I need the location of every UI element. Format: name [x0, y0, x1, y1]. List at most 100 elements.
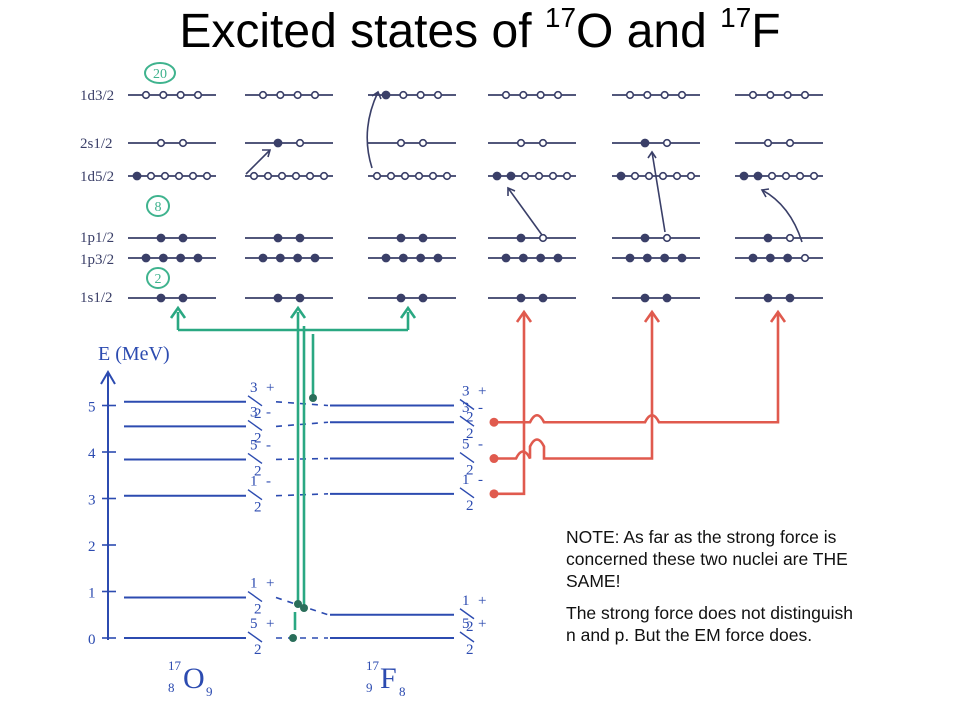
- empty-orbital: [174, 171, 184, 181]
- occupied-orbital: [518, 253, 528, 263]
- empty-orbital: [442, 171, 452, 181]
- occupied-orbital: [396, 233, 406, 243]
- empty-orbital: [686, 171, 696, 181]
- occupied-orbital: [141, 253, 151, 263]
- red-arrowhead-col5: [643, 309, 661, 323]
- red-arrowhead-col6: [769, 309, 787, 323]
- empty-orbital: [781, 171, 791, 181]
- occupied-orbital: [396, 293, 406, 303]
- occupied-orbital: [178, 293, 188, 303]
- f17-spin-bar: [459, 487, 475, 499]
- green-arrowhead-col2: [289, 305, 307, 319]
- empty-orbital: [291, 171, 301, 181]
- green-state-dot: [309, 394, 317, 402]
- o17-spin-den: 2: [254, 642, 262, 658]
- empty-orbital: [414, 171, 424, 181]
- shell-labels: 1d3/2 2s1/2 1d5/2 1p1/2 1p3/2 1s1/2: [80, 88, 114, 306]
- empty-orbital: [176, 90, 185, 100]
- empty-orbital: [783, 90, 792, 100]
- excitation-arrow-col4-head: [507, 186, 516, 196]
- empty-orbital: [202, 171, 212, 181]
- shell-label-1p1-2: 1p1/2: [80, 230, 114, 246]
- occupied-orbital: [433, 253, 443, 263]
- o17-symbol: O: [183, 662, 205, 695]
- occupied-orbital: [677, 253, 687, 263]
- shell-label-1d3-2: 1d3/2: [80, 88, 114, 104]
- empty-orbital: [643, 90, 652, 100]
- excitation-arrow-col6-head: [760, 188, 770, 198]
- empty-orbital: [660, 90, 669, 100]
- f17-n: 8: [399, 684, 406, 699]
- energy-axis-label: E (MeV): [98, 343, 170, 365]
- empty-orbital: [630, 171, 640, 181]
- level-correspondence-link: [275, 493, 329, 497]
- empty-orbital: [644, 171, 654, 181]
- o17-parity: -: [266, 474, 271, 490]
- occupied-orbital: [785, 293, 795, 303]
- empty-orbital: [548, 171, 558, 181]
- o17-parity: +: [266, 380, 274, 396]
- occupied-orbital: [501, 253, 511, 263]
- excitation-arrow-col3-head: [371, 90, 382, 100]
- occupied-orbital: [295, 233, 305, 243]
- o17-z: 8: [168, 680, 175, 695]
- occupied-orbital: [176, 253, 186, 263]
- f17-spin-bar: [459, 451, 475, 464]
- magic-number-8: 8: [155, 200, 162, 215]
- occupied-orbital: [275, 253, 285, 263]
- occupied-orbital: [381, 90, 391, 100]
- empty-orbital: [305, 171, 315, 181]
- red-state-dot: [489, 417, 499, 427]
- occupied-orbital: [763, 233, 773, 243]
- green-arrowhead-col1: [169, 305, 187, 319]
- note-box: NOTE: As far as the strong force is conc…: [566, 526, 866, 656]
- f17-spin-num: 1: [462, 472, 470, 488]
- f17-spin-num: 3: [462, 384, 470, 400]
- occupied-orbital: [132, 171, 142, 181]
- occupied-orbital: [640, 138, 650, 148]
- empty-orbital: [156, 138, 166, 148]
- excitation-arrow-col2: [245, 149, 271, 175]
- occupied-orbital: [642, 253, 652, 263]
- empty-orbital: [767, 171, 777, 181]
- energy-tick-label: 5: [88, 400, 96, 416]
- occupied-orbital: [640, 233, 650, 243]
- empty-orbital: [519, 90, 528, 100]
- excitation-arrow-col5-head: [647, 150, 657, 159]
- f17-level: 1 2-: [330, 472, 483, 514]
- f17-parity: -: [478, 472, 483, 488]
- shell-column-5: [612, 90, 700, 303]
- empty-orbital: [520, 171, 530, 181]
- empty-orbital: [785, 138, 795, 148]
- occupied-orbital: [418, 293, 428, 303]
- occupied-orbital: [763, 293, 773, 303]
- level-scheme: 52+12+12-52-32-32+52+12+12-52-32-32+: [124, 380, 486, 658]
- empty-orbital: [141, 90, 151, 100]
- o17-n: 9: [206, 684, 213, 699]
- empty-orbital: [188, 171, 198, 181]
- shell-column-6: [735, 90, 823, 303]
- occupied-orbital: [753, 171, 763, 181]
- occupied-orbital: [660, 253, 670, 263]
- f17-spin-num: 1: [462, 593, 470, 609]
- empty-orbital: [418, 138, 428, 148]
- occupied-orbital: [783, 253, 793, 263]
- occupied-orbital: [193, 253, 203, 263]
- empty-orbital: [809, 171, 819, 181]
- red-arrowhead-col4: [515, 309, 533, 323]
- empty-orbital: [677, 90, 687, 100]
- f17-spin-den: 2: [466, 498, 474, 514]
- occupied-orbital: [178, 233, 188, 243]
- empty-orbital: [658, 171, 668, 181]
- occupied-orbital: [516, 293, 526, 303]
- occupied-orbital: [295, 293, 305, 303]
- f17-spin-den: 2: [466, 463, 474, 479]
- empty-orbital: [416, 90, 425, 100]
- f17-level: 12+: [330, 593, 486, 635]
- occupied-orbital: [273, 233, 283, 243]
- o17-spin-num: 3: [250, 380, 258, 396]
- empty-orbital: [399, 90, 408, 100]
- empty-orbital: [178, 138, 188, 148]
